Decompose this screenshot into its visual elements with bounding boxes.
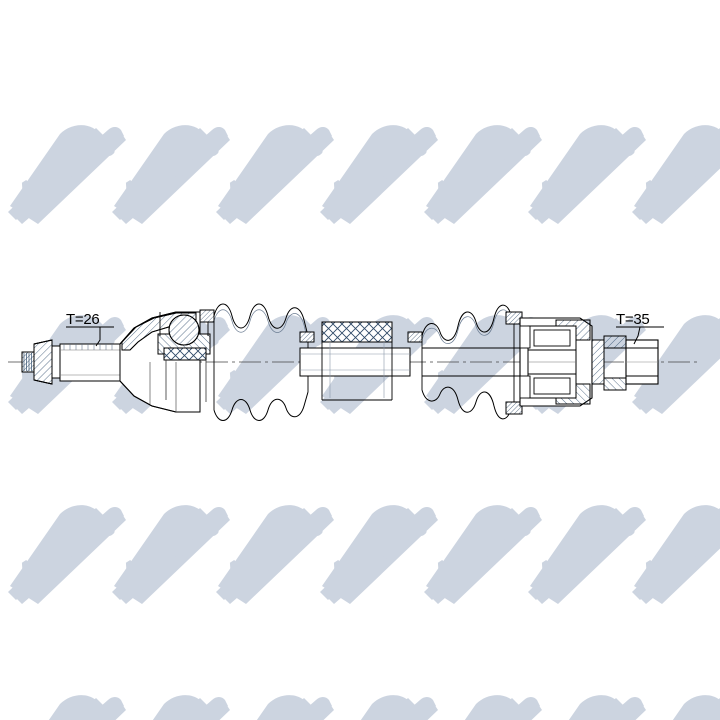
- inner-cv-joint: [519, 317, 593, 407]
- boot-bottom-wave: [213, 391, 309, 421]
- leader-t26-line: [95, 327, 101, 347]
- outer-stub-spline: [21, 339, 121, 385]
- label-t35: T=35: [616, 311, 649, 328]
- boot-top-wave: [213, 303, 309, 337]
- center-shaft: [299, 347, 411, 377]
- inner-stub-spline: [591, 335, 659, 391]
- label-t26: T=26: [66, 311, 99, 328]
- outer-cv-joint: [119, 311, 211, 413]
- inner-boot-bottom-wave: [421, 386, 515, 420]
